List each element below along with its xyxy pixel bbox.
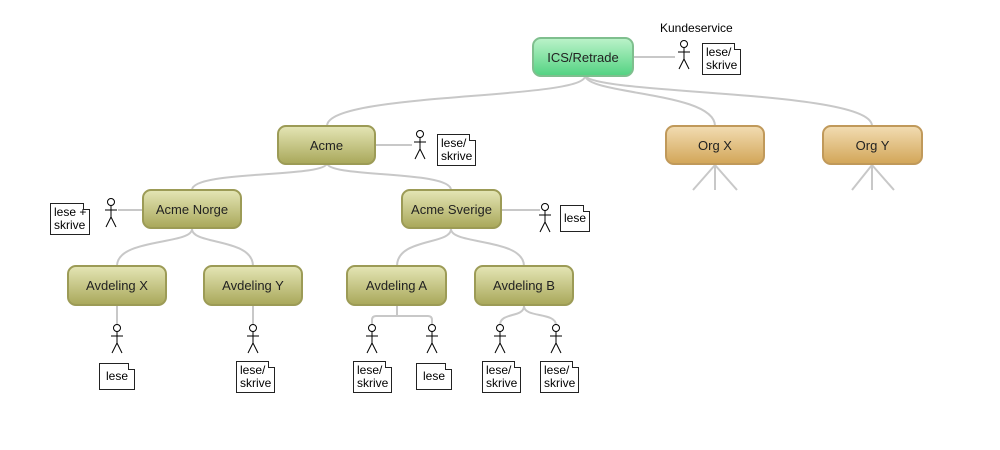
node-avdeling-b: Avdeling B xyxy=(474,265,574,306)
actor-icon xyxy=(550,324,562,354)
connector-acme-norge xyxy=(191,162,328,191)
actor-icon xyxy=(426,324,438,354)
actor-icon xyxy=(678,40,690,70)
note-ics: lese/ skrive xyxy=(702,43,742,75)
actor-icon xyxy=(111,324,123,354)
node-ics-retrade: ICS/Retrade xyxy=(532,37,634,77)
actor-icon xyxy=(414,130,426,160)
connector-sverige-avda xyxy=(396,228,452,267)
actor-icon xyxy=(247,324,259,354)
node-avdeling-y-label: Avdeling Y xyxy=(222,278,284,293)
connector-norge-avdy xyxy=(191,228,254,267)
connector-root-orgx xyxy=(584,75,716,127)
node-acme-sverige: Acme Sverige xyxy=(401,189,502,229)
connector-root-orgy xyxy=(584,75,873,127)
note-acme-sverige: lese xyxy=(560,205,591,232)
node-avdeling-a-label: Avdeling A xyxy=(365,278,428,293)
node-avdeling-y: Avdeling Y xyxy=(203,265,303,306)
note-avdeling-y: lese/ skrive xyxy=(236,361,276,393)
connector-acme-sverige xyxy=(326,162,452,191)
node-avdeling-x-label: Avdeling X xyxy=(86,278,148,293)
node-avdeling-b-label: Avdeling B xyxy=(493,278,555,293)
connector-sverige-avdb xyxy=(450,228,525,267)
note-avdeling-b-2: lese/ skrive xyxy=(540,361,580,393)
node-org-x-label: Org X xyxy=(698,137,732,153)
connector-avdb-actors xyxy=(499,305,557,326)
note-avdeling-x: lese xyxy=(99,363,136,390)
actor-icon xyxy=(105,198,117,228)
connector-orgy-fan xyxy=(851,164,895,191)
note-acme-norge: lese + skrive xyxy=(50,203,91,235)
node-org-y-label: Org Y xyxy=(855,137,890,153)
actor-icon xyxy=(539,203,551,233)
connector-avda-actors xyxy=(371,306,433,325)
node-acme-sverige-label: Acme Sverige xyxy=(411,201,492,217)
node-acme: Acme xyxy=(277,125,376,165)
kundeservice-label: Kundeservice xyxy=(660,21,733,35)
note-avdeling-a-1: lese/ skrive xyxy=(353,361,393,393)
actor-icon xyxy=(366,324,378,354)
node-avdeling-x: Avdeling X xyxy=(67,265,167,306)
note-avdeling-b-1: lese/ skrive xyxy=(482,361,522,393)
node-avdeling-a: Avdeling A xyxy=(346,265,447,306)
connector-norge-avdx xyxy=(116,228,193,267)
node-org-y: Org Y xyxy=(822,125,923,165)
connector-root-acme xyxy=(326,75,586,127)
note-acme: lese/ skrive xyxy=(437,134,477,166)
node-ics-retrade-label: ICS/Retrade xyxy=(547,49,619,65)
actor-icon xyxy=(494,324,506,354)
connector-orgx-fan xyxy=(692,164,738,191)
node-acme-norge: Acme Norge xyxy=(142,189,242,229)
node-acme-label: Acme xyxy=(309,137,344,153)
node-org-x: Org X xyxy=(665,125,765,165)
note-avdeling-a-2: lese xyxy=(416,363,453,390)
node-acme-norge-label: Acme Norge xyxy=(155,201,229,217)
